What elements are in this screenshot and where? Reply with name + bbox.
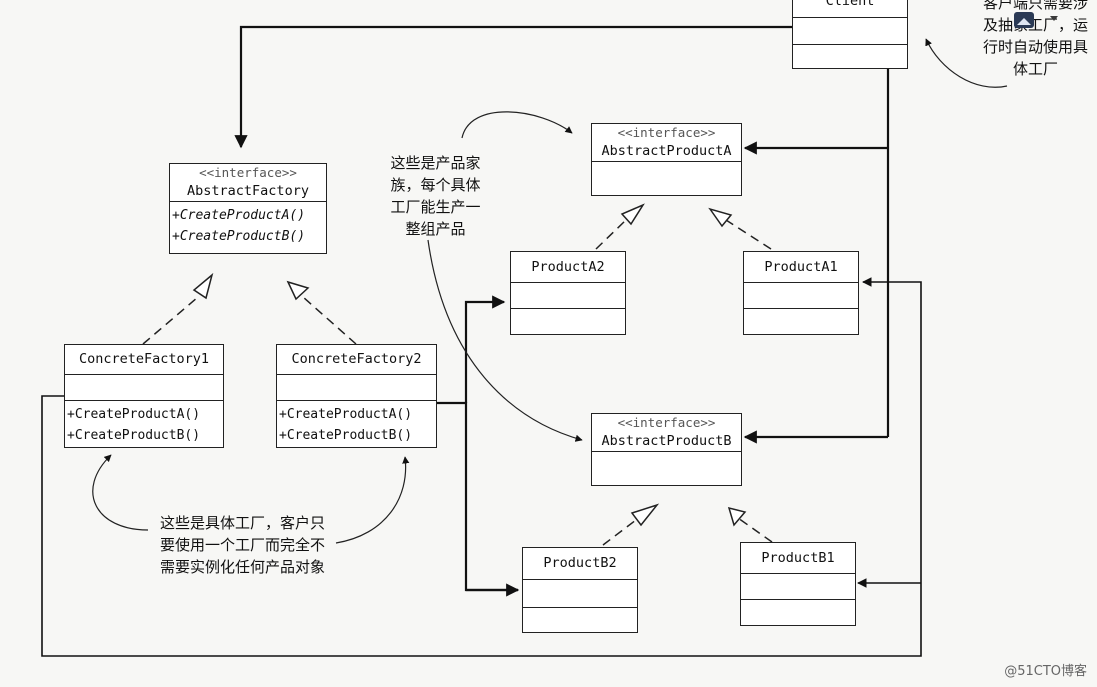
concrete-factories-note-line-3: 需要实例化任何产品对象 — [159, 558, 325, 576]
concrete-factory-2-name: ConcreteFactory2 — [277, 345, 436, 375]
abstract-product-b-stereotype: <<interface>> — [617, 415, 716, 430]
realization-triangle-product-b2 — [630, 503, 660, 527]
product-family-note-line-2: 族，每个具体 — [390, 176, 481, 194]
client-class-name: Client — [793, 0, 907, 18]
client-note-line-1: 客户端只需要涉 — [982, 0, 1088, 12]
realization-line-product-a2 — [595, 219, 627, 250]
client-note-line-4: 体工厂 — [1012, 60, 1058, 78]
client-note: 客户端只需要涉 及抽象工厂，运 行时自动使用具 体工厂 — [968, 0, 1097, 80]
concrete-factory-2-class: ConcreteFactory2 +CreateProductA() +Crea… — [276, 344, 437, 448]
abstract-factory-name: AbstractFactory — [187, 183, 309, 199]
factory-note-pointer-2 — [335, 456, 410, 544]
family-note-pointer-a — [461, 111, 573, 139]
product-b1-class: ProductB1 — [740, 542, 856, 626]
product-b2-attributes — [523, 580, 637, 608]
concrete-factory-1-attributes — [65, 375, 223, 401]
client-operations — [793, 45, 907, 69]
client-note-pointer — [925, 38, 1008, 88]
product-b1-attributes — [741, 574, 855, 600]
realization-triangle-factory2 — [286, 280, 310, 301]
concrete-factories-note-line-1: 这些是具体工厂，客户只 — [159, 514, 325, 532]
product-b2-operations — [523, 608, 637, 632]
abstract-factory-class: <<interface>> AbstractFactory +CreatePro… — [169, 163, 327, 254]
abstract-product-a-body — [592, 162, 741, 188]
realization-line-product-b2 — [602, 519, 637, 546]
product-a1-class: ProductA1 — [743, 251, 859, 335]
client-note-line-3: 行时自动使用具 — [982, 38, 1088, 56]
realization-line-factory2 — [302, 296, 357, 345]
product-family-note-line-3: 工厂能生产一 — [390, 198, 481, 216]
abstract-factory-stereotype: <<interface>> — [199, 165, 297, 180]
concrete-factory-2-operations: +CreateProductA() +CreateProductB() — [277, 401, 436, 446]
concrete-factory-2-op-create-b: +CreateProductB() — [279, 428, 413, 443]
concrete-factory-1-op-create-b: +CreateProductB() — [67, 428, 201, 443]
product-a1-attributes — [744, 283, 858, 309]
product-b2-class: ProductB2 — [522, 547, 638, 633]
product-family-note: 这些是产品家 族，每个具体 工厂能生产一 整组产品 — [373, 152, 498, 240]
product-a2-operations — [511, 309, 625, 334]
abstract-factory-header: <<interface>> AbstractFactory — [170, 164, 326, 202]
abstract-product-a-class: <<interface>> AbstractProductA — [591, 123, 742, 196]
product-b1-name: ProductB1 — [741, 543, 855, 574]
product-a2-class: ProductA2 — [510, 251, 626, 335]
concrete-factory-2-op-create-a: +CreateProductA() — [279, 407, 413, 422]
abstract-factory-op-create-a: +CreateProductA() — [172, 208, 306, 223]
realization-triangle-product-a2 — [620, 203, 645, 226]
realization-triangle-product-b1 — [727, 506, 747, 527]
client-note-line-2: 及抽象工厂，运 — [982, 16, 1088, 34]
product-a1-name: ProductA1 — [744, 252, 858, 283]
abstract-factory-operations: +CreateProductA() +CreateProductB() — [170, 202, 326, 247]
abstract-product-b-class: <<interface>> AbstractProductB — [591, 413, 742, 486]
abstract-product-b-body — [592, 452, 741, 478]
concrete-factory-1-name: ConcreteFactory1 — [65, 345, 223, 375]
client-attributes — [793, 18, 907, 45]
concrete-factory-1-class: ConcreteFactory1 +CreateProductA() +Crea… — [64, 344, 224, 448]
abstract-product-a-name: AbstractProductA — [601, 143, 732, 159]
product-a2-name: ProductA2 — [511, 252, 625, 283]
concrete-factory-2-attributes — [277, 375, 436, 401]
realization-triangle-product-a1 — [708, 207, 733, 228]
concrete-factory-1-op-create-a: +CreateProductA() — [67, 407, 201, 422]
product-a2-attributes — [511, 283, 625, 309]
family-note-pointer-b — [427, 239, 583, 442]
product-a1-operations — [744, 309, 858, 334]
factory2-association-line — [437, 401, 518, 592]
product-b2-name: ProductB2 — [523, 548, 637, 580]
realization-line-product-b1 — [737, 517, 773, 543]
abstract-factory-op-create-b: +CreateProductB() — [172, 229, 306, 244]
concrete-factories-note: 这些是具体工厂，客户只 要使用一个工厂而完全不 需要实例化任何产品对象 — [135, 512, 350, 578]
factory-note-pointer-1 — [92, 454, 149, 531]
factory2-to-product-a2-line — [464, 295, 506, 403]
concrete-factories-note-line-2: 要使用一个工厂而完全不 — [159, 536, 325, 554]
abstract-product-a-stereotype: <<interface>> — [617, 125, 716, 140]
realization-line-factory1 — [142, 296, 199, 345]
client-to-abstract-factory-line — [234, 25, 792, 149]
client-class: Client — [792, 0, 908, 69]
factory1-to-product-a1-line — [41, 277, 922, 657]
abstract-product-b-name: AbstractProductB — [601, 433, 732, 449]
product-family-note-line-4: 整组产品 — [405, 220, 466, 238]
abstract-product-b-header: <<interface>> AbstractProductB — [592, 414, 741, 452]
abstract-product-a-header: <<interface>> AbstractProductA — [592, 124, 741, 162]
caret-down-icon[interactable] — [1050, 16, 1058, 21]
concrete-factory-1-operations: +CreateProductA() +CreateProductB() — [65, 401, 223, 446]
product-family-note-line-1: 这些是产品家 — [390, 154, 481, 172]
product-b1-operations — [741, 600, 855, 625]
realization-triangle-factory1 — [192, 272, 214, 300]
realization-line-product-a1 — [725, 219, 772, 250]
watermark: @51CTO博客 — [1004, 664, 1087, 679]
image-icon[interactable] — [1014, 12, 1034, 28]
